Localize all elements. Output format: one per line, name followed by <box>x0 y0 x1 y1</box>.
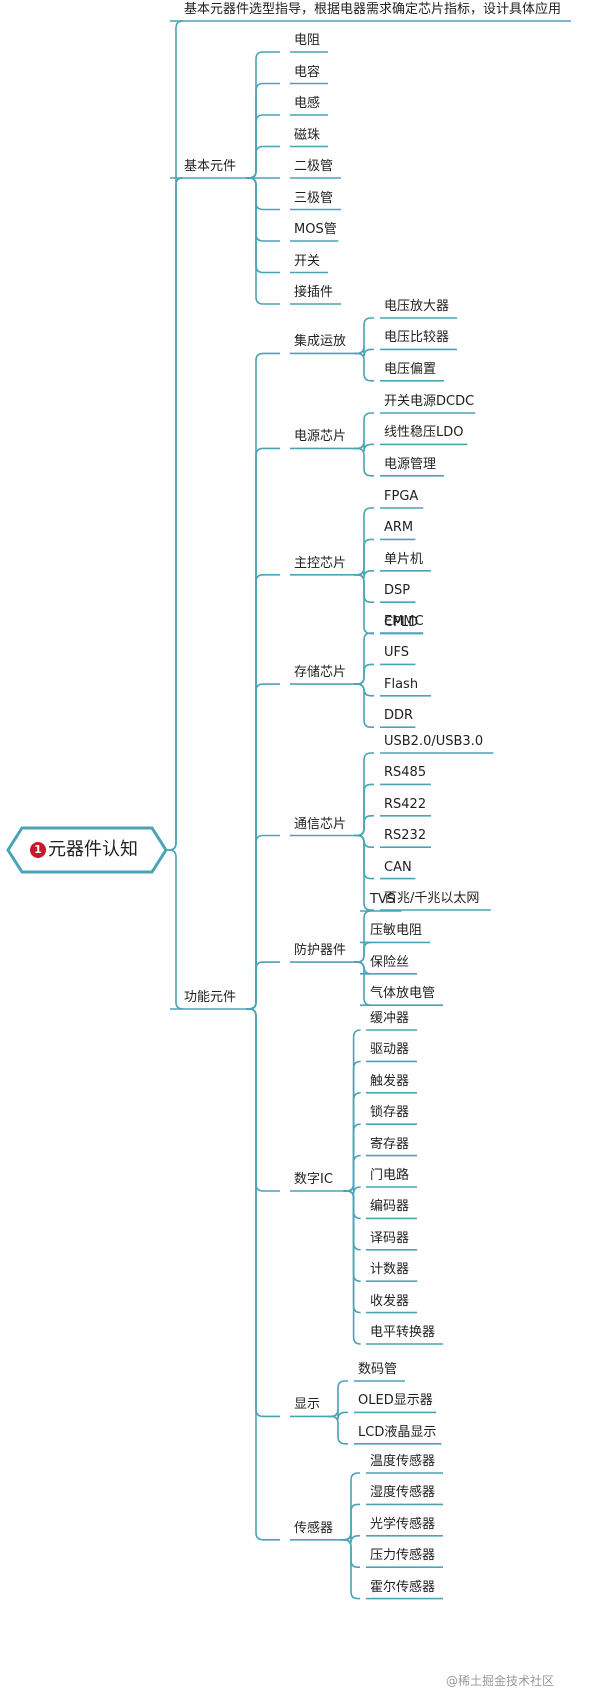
function-item[interactable]: 温度传感器 <box>370 1454 436 1469</box>
basic-component-7[interactable]: MOS管 <box>294 222 337 237</box>
root-number-badge: 1 <box>30 842 46 858</box>
function-item[interactable]: 保险丝 <box>370 954 410 970</box>
function-item[interactable]: 译码器 <box>370 1230 410 1246</box>
function-item[interactable]: 百兆/千兆以太网 <box>384 891 480 906</box>
function-item[interactable]: 光学传感器 <box>370 1516 436 1532</box>
basic-component-6[interactable]: 三极管 <box>294 190 334 206</box>
basic-component-4[interactable]: 磁珠 <box>294 127 321 143</box>
function-group-7[interactable]: 数字IC <box>294 1172 333 1187</box>
function-group-5[interactable]: 通信芯片 <box>294 816 347 832</box>
function-item[interactable]: TVS <box>370 892 396 907</box>
function-group-4[interactable]: 存储芯片 <box>294 665 347 681</box>
basic-component-2[interactable]: 电容 <box>294 64 321 80</box>
function-item[interactable]: Flash <box>384 676 419 692</box>
function-item[interactable]: 触发器 <box>370 1073 410 1089</box>
function-item[interactable]: 计数器 <box>370 1262 410 1278</box>
function-item[interactable]: 数码管 <box>358 1362 398 1377</box>
function-item[interactable]: 寄存器 <box>370 1136 410 1152</box>
function-item[interactable]: DSP <box>384 583 411 599</box>
function-group-6[interactable]: 防护器件 <box>294 943 347 959</box>
function-item[interactable]: CPLD <box>384 614 419 630</box>
function-group-1[interactable]: 集成运放 <box>294 334 347 350</box>
root-node-label[interactable]: 元器件认知 <box>48 839 138 860</box>
function-item[interactable]: 电压比较器 <box>384 330 450 346</box>
function-item[interactable]: 开关电源DCDC <box>384 394 475 409</box>
function-item[interactable]: 驱动器 <box>370 1042 410 1058</box>
function-item[interactable]: EMMC <box>384 614 424 629</box>
watermark: @稀土掘金技术社区 <box>446 1674 555 1688</box>
function-item[interactable]: DDR <box>384 708 414 724</box>
function-item[interactable]: RS485 <box>384 765 427 781</box>
function-item[interactable]: 电压偏置 <box>384 361 437 377</box>
function-item[interactable]: 锁存器 <box>370 1105 410 1121</box>
function-item[interactable]: LCD液晶显示 <box>358 1424 437 1440</box>
function-item[interactable]: 缓冲器 <box>370 1011 410 1026</box>
function-item[interactable]: 单片机 <box>384 551 424 567</box>
function-item[interactable]: USB2.0/USB3.0 <box>384 734 484 749</box>
function-group-3[interactable]: 主控芯片 <box>294 555 347 571</box>
function-item[interactable]: 门电路 <box>370 1168 410 1183</box>
connectors <box>166 20 571 1600</box>
basic-component-9[interactable]: 接插件 <box>294 285 334 300</box>
function-group-2[interactable]: 电源芯片 <box>294 429 347 445</box>
function-item[interactable]: 湿度传感器 <box>370 1485 436 1501</box>
root-node-shape[interactable] <box>6 826 168 874</box>
basic-component-3[interactable]: 电感 <box>294 96 321 111</box>
function-item[interactable]: ARM <box>384 520 414 536</box>
function-item[interactable]: OLED显示器 <box>358 1393 433 1409</box>
branch-2-label[interactable]: 基本元件 <box>184 159 237 174</box>
basic-component-1[interactable]: 电阻 <box>294 33 321 48</box>
function-item[interactable]: 编码器 <box>370 1199 410 1215</box>
function-item[interactable]: 电平转换器 <box>370 1325 436 1340</box>
basic-component-8[interactable]: 开关 <box>294 253 321 269</box>
function-item[interactable]: 线性稳压LDO <box>384 425 464 441</box>
function-item[interactable]: 电源管理 <box>384 456 437 472</box>
branch-1-label[interactable]: 基本元器件选型指导，根据电器需求确定芯片指标，设计具体应用 <box>184 2 562 17</box>
branch-3-label[interactable]: 功能元件 <box>184 990 237 1005</box>
function-item[interactable]: CAN <box>384 859 412 875</box>
function-item[interactable]: RS232 <box>384 828 427 844</box>
function-item[interactable]: 霍尔传感器 <box>370 1579 436 1595</box>
function-item[interactable]: 气体放电管 <box>370 986 436 1002</box>
function-group-9[interactable]: 传感器 <box>294 1520 334 1536</box>
basic-component-5[interactable]: 二极管 <box>294 159 334 174</box>
function-group-8[interactable]: 显示 <box>294 1397 321 1413</box>
function-item[interactable]: UFS <box>384 645 410 661</box>
function-item[interactable]: 电压放大器 <box>384 299 450 314</box>
function-item[interactable]: 压力传感器 <box>370 1548 436 1564</box>
function-item[interactable]: FPGA <box>384 489 419 504</box>
function-item[interactable]: RS422 <box>384 796 427 812</box>
function-item[interactable]: 压敏电阻 <box>370 923 423 939</box>
function-item[interactable]: 收发器 <box>370 1293 410 1309</box>
